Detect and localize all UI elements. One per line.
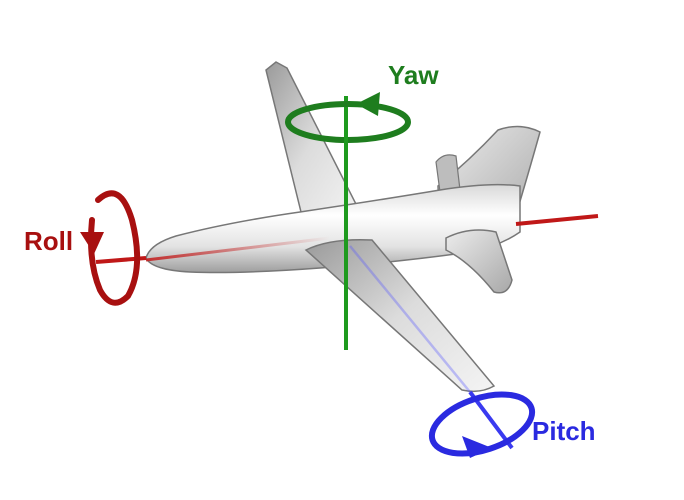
roll-rotation-arrow-icon (88, 190, 141, 306)
roll-axis-inner (145, 236, 331, 262)
pitch-axis (428, 390, 536, 458)
fuselage (145, 183, 521, 274)
pitch-axis-inner (349, 245, 471, 393)
roll-axis-tail-line (515, 214, 599, 226)
roll-arrowhead-icon (80, 232, 104, 254)
lower-wing (304, 238, 496, 393)
horizontal-stabilizer (445, 229, 513, 294)
roll-axis (80, 190, 599, 306)
pitch-label: Pitch (532, 416, 596, 446)
yaw-axis (285, 92, 411, 350)
roll-label: Roll (24, 226, 73, 256)
engine-nacelle (435, 154, 461, 193)
pitch-arrowhead-icon (462, 436, 492, 458)
yaw-arrowhead-icon (356, 92, 380, 116)
pitch-rotation-ring (428, 391, 536, 457)
yaw-label: Yaw (388, 60, 439, 90)
